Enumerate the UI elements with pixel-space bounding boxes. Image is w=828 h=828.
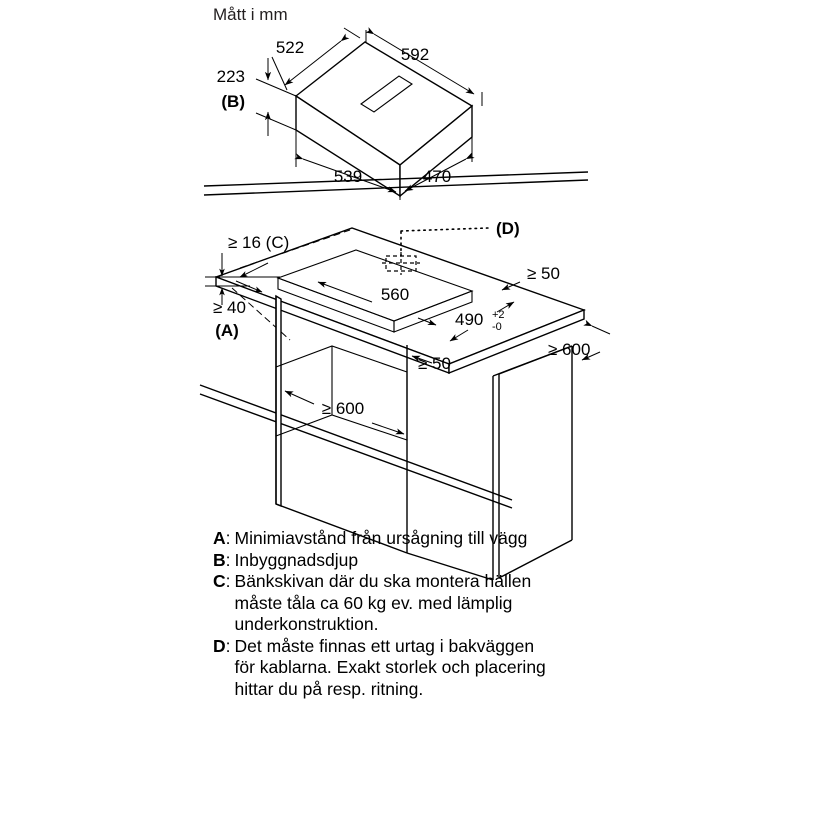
dimension-rear-clearance-label: ≥ 50 bbox=[527, 264, 560, 283]
dimension-592: 592 bbox=[365, 27, 483, 106]
cabinet-bottom-front-left bbox=[275, 503, 408, 554]
legend-text-D-line-3: hittar du på resp. ritning. bbox=[234, 678, 424, 699]
dimension-490-label: 490 bbox=[455, 310, 483, 329]
legend-item-C: C : Bänkskivan där du ska montera hällen… bbox=[213, 571, 643, 636]
legend-item-A: A : Minimiavstånd från ursågning till vä… bbox=[213, 528, 643, 550]
legend-text-C: Bänkskivan där du ska montera hällen mås… bbox=[231, 571, 643, 636]
legend-text-B-line-1: Inbyggnadsdjup bbox=[234, 549, 359, 570]
dimension-cabinet-width-label: ≥ 600 bbox=[322, 399, 364, 418]
worktop-cutout-inner-right bbox=[393, 290, 473, 333]
legend-separator-B: : bbox=[225, 549, 231, 570]
dimension-worktop-thickness-label: ≥ 16 (C) bbox=[228, 233, 289, 252]
rear-wall-lines bbox=[203, 171, 589, 196]
dimension-wall-distance-label: ≥ 40 bbox=[213, 298, 246, 317]
cabinet-left-panel bbox=[275, 294, 282, 508]
cabinet-interior-niche bbox=[275, 345, 408, 441]
cabinet-bottom-right-side bbox=[498, 539, 573, 579]
legend-separator-A: : bbox=[225, 528, 231, 548]
dimension-470-label: 470 bbox=[423, 167, 451, 186]
legend-text-D: Det måste finnas ett urtag i bakväggen f… bbox=[231, 636, 643, 701]
dimension-worktop-depth: ≥ 600 bbox=[548, 319, 611, 361]
dimension-470: 470 bbox=[399, 137, 475, 200]
dimension-490-sup-label: +2 bbox=[492, 309, 505, 321]
dimension-490-sub-label: -0 bbox=[492, 321, 502, 333]
dimension-wall-distance: ≥ 40 (A) bbox=[213, 262, 269, 340]
legend-text-A: Minimiavstånd från ursågning till vägg bbox=[231, 528, 643, 550]
drawing-title: Mått i mm bbox=[213, 5, 288, 24]
legend-item-B: B : Inbyggnadsdjup bbox=[213, 550, 643, 572]
dimension-592-label: 592 bbox=[401, 45, 429, 64]
label-D: (D) bbox=[496, 219, 520, 238]
legend-separator-D: : bbox=[225, 635, 231, 656]
legend-block: A : Minimiavstånd från ursågning till vä… bbox=[213, 528, 643, 700]
legend-key-A: A bbox=[213, 528, 226, 548]
cabinet-right-top-edge-2 bbox=[498, 345, 573, 375]
dimension-rear-clearance: ≥ 50 bbox=[501, 264, 560, 291]
dimension-223-ref-label: (B) bbox=[221, 92, 245, 111]
legend-text-C-line-3: underkonstruktion. bbox=[234, 614, 379, 634]
dimension-223-B: 223 (B) bbox=[217, 58, 297, 136]
legend-text-C-line-1: Bänkskivan där du ska montera hällen bbox=[234, 571, 532, 591]
worktop-right-edge bbox=[448, 308, 585, 375]
dimension-539-label: 539 bbox=[334, 167, 362, 186]
legend-key-D: D bbox=[213, 635, 226, 656]
legend-key-B: B bbox=[213, 549, 226, 570]
worktop-edge-dashed-line bbox=[231, 287, 291, 341]
dimension-worktop-depth-label: ≥ 600 bbox=[548, 340, 590, 359]
dimension-cabinet-width: ≥ 600 bbox=[284, 390, 405, 435]
floor-lines bbox=[199, 384, 513, 509]
legend-text-C-line-2: måste tåla ca 60 kg ev. med lämplig bbox=[234, 592, 513, 613]
D-leader bbox=[400, 227, 489, 257]
installation-isometric-view: (D) bbox=[205, 219, 611, 581]
dimension-522: 522 bbox=[271, 27, 361, 91]
legend-item-D: D : Det måste finnas ett urtag i bakvägg… bbox=[213, 636, 643, 701]
dimension-side-clearance-label: ≥ 50 bbox=[418, 354, 451, 373]
legend-key-C: C bbox=[213, 571, 226, 591]
dimension-223-label: 223 bbox=[217, 67, 245, 86]
dimension-522-label: 522 bbox=[276, 38, 304, 57]
cabinet-bottom-front-right bbox=[406, 552, 494, 581]
legend-text-D-line-2: för kablarna. Exakt storlek och placerin… bbox=[234, 657, 546, 677]
dimension-cutout-width: 560 bbox=[317, 281, 437, 326]
legend-text-D-line-1: Det måste finnas ett urtag i bakväggen bbox=[234, 635, 535, 656]
dimension-560-label: 560 bbox=[381, 285, 409, 304]
legend-separator-C: : bbox=[225, 571, 231, 591]
cooktop-isometric-view: 522 592 223 (B) bbox=[217, 27, 483, 200]
dimension-cutout-depth: 490 +2 -0 bbox=[449, 301, 515, 342]
dimension-side-clearance: ≥ 50 bbox=[411, 354, 451, 373]
legend-text-A-line-1: Minimiavstånd från ursågning till vägg bbox=[234, 528, 528, 548]
legend-text-B: Inbyggnadsdjup bbox=[231, 550, 643, 572]
cutout-alignment-dashed-line bbox=[239, 229, 351, 269]
dimension-wall-distance-ref-label: (A) bbox=[215, 321, 239, 340]
